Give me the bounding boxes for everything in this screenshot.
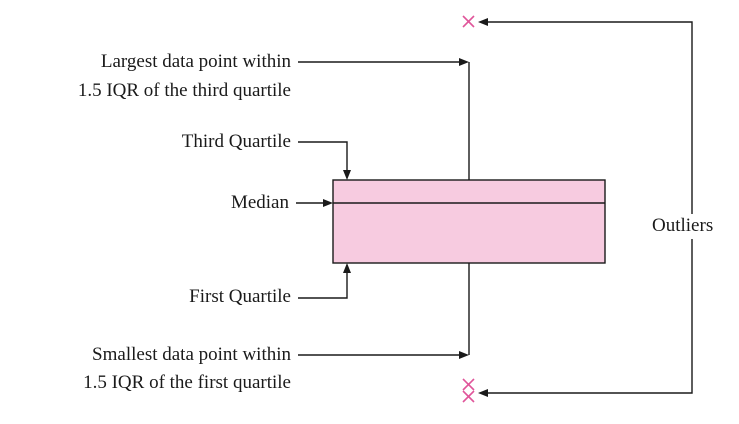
label-smallest-line1: Smallest data point within	[92, 344, 291, 365]
label-first-quartile: First Quartile	[189, 286, 291, 307]
outlier-marker-bottom-2	[462, 390, 475, 403]
arrowhead-outlier-bottom	[478, 389, 488, 397]
outliers-bracket-lower	[487, 239, 693, 394]
arrowhead-smallest	[459, 351, 469, 359]
label-outliers: Outliers	[652, 215, 713, 236]
label-largest-line1: Largest data point within	[101, 51, 292, 72]
label-smallest-line2: 1.5 IQR of the first quartile	[83, 372, 291, 393]
outlier-marker-top	[462, 15, 475, 28]
arrowhead-median	[323, 199, 333, 207]
arrowhead-first-quartile	[343, 263, 351, 273]
iqr-box	[332, 179, 606, 264]
label-third-quartile: Third Quartile	[182, 131, 291, 152]
arrowhead-outlier-top	[478, 18, 488, 26]
arrowhead-largest	[459, 58, 469, 66]
outlier-marker-bottom-1	[462, 378, 475, 391]
pointer-first-quartile	[298, 273, 348, 299]
arrowhead-third-quartile	[343, 170, 351, 180]
label-largest-line2: 1.5 IQR of the third quartile	[78, 80, 291, 101]
label-median: Median	[231, 192, 290, 213]
outliers-bracket	[487, 21, 693, 214]
pointer-third-quartile	[298, 141, 348, 170]
